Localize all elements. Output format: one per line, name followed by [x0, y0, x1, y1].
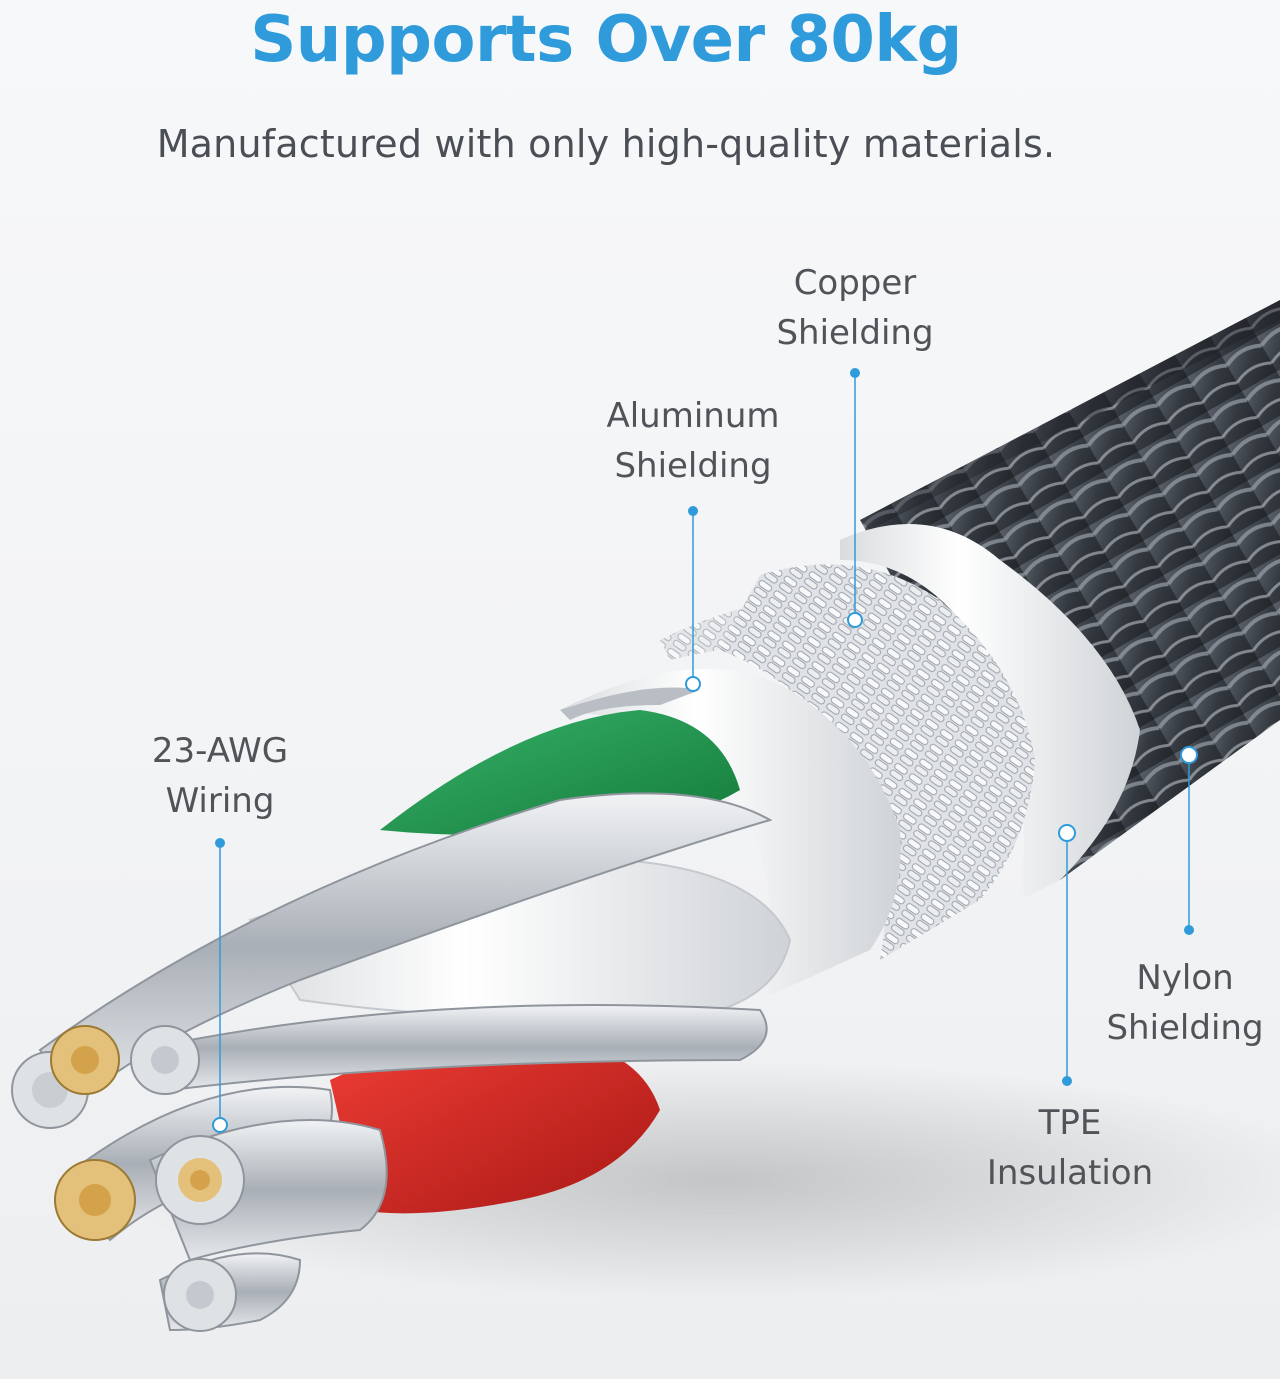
callout-nylon-line2: Shielding	[1106, 1008, 1264, 1048]
callout-nylon-line1: Nylon	[1136, 958, 1234, 998]
wiring-leader	[212, 838, 228, 1133]
core-end-4	[54, 1159, 136, 1241]
strand-end-caps	[11, 1025, 245, 1332]
red-wire	[330, 1038, 660, 1214]
page-title: Supports Over 80kg	[250, 3, 962, 77]
core-end-5	[155, 1135, 245, 1225]
callout-nylon-shielding: Nylon Shielding	[1090, 953, 1280, 1053]
callout-tpe-line2: Insulation	[986, 1153, 1154, 1193]
callout-leaders	[212, 368, 1198, 1133]
aluminum-foil-shielding	[560, 669, 901, 1000]
callout-copper-line1: Copper	[793, 263, 917, 303]
tpe-leader	[1058, 824, 1076, 1086]
callout-tpe-insulation: TPE Insulation	[965, 1098, 1175, 1198]
core-end-3	[130, 1025, 200, 1095]
copper-leader	[847, 368, 863, 628]
callout-wiring-line2: Wiring	[165, 781, 275, 821]
callout-copper-line2: Shielding	[776, 313, 934, 353]
callout-awg-wiring: 23-AWG Wiring	[115, 726, 325, 826]
callout-aluminum-shielding: Aluminum Shielding	[583, 391, 803, 491]
core-end-2	[50, 1025, 120, 1095]
aluminum-leader	[685, 506, 701, 692]
nylon-leader	[1180, 746, 1198, 935]
copper-mesh-shielding	[660, 564, 1035, 960]
tpe-insulation-band	[840, 524, 1140, 900]
callout-copper-shielding: Copper Shielding	[755, 258, 955, 358]
core-end-6	[163, 1258, 237, 1332]
callout-aluminum-line1: Aluminum	[606, 396, 780, 436]
callout-aluminum-line2: Shielding	[614, 446, 772, 486]
callout-wiring-line1: 23-AWG	[151, 731, 289, 771]
callout-tpe-line1: TPE	[1038, 1103, 1102, 1143]
page-subtitle: Manufactured with only high-quality mate…	[156, 122, 1056, 166]
nylon-braid-jacket	[860, 300, 1280, 880]
